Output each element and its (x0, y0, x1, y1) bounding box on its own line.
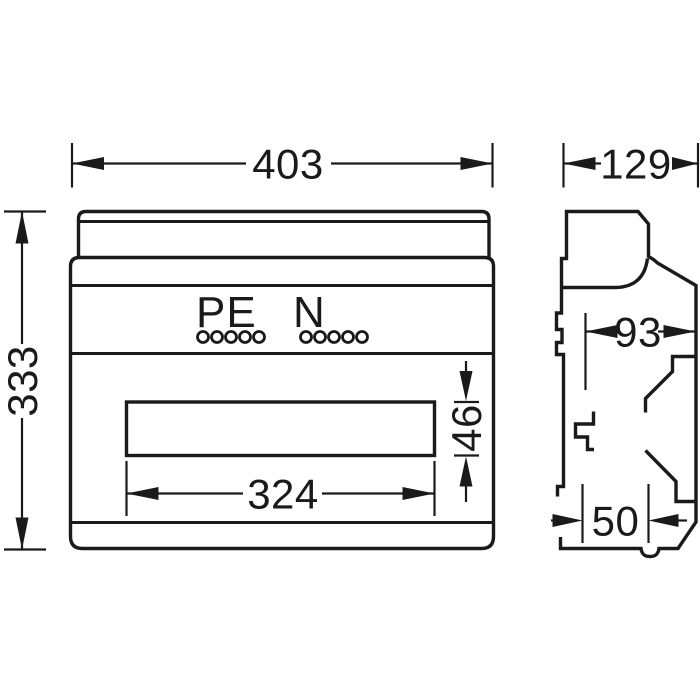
arrowhead-left-pointing (648, 514, 679, 527)
terminal-hole (210, 330, 224, 344)
dimension-slot-width-324: 324 (125, 461, 436, 518)
dimension-slot-height-46: 46 (443, 361, 490, 502)
front-lid-strip (76, 209, 491, 258)
dimension-value: 93 (614, 309, 662, 356)
dimension-value: 50 (592, 498, 640, 545)
n-terminal-holes (299, 330, 369, 344)
arrowhead-right (672, 157, 698, 170)
terminal-hole (252, 330, 266, 344)
terminal-hole (224, 330, 238, 344)
arrowhead-right-pointing (552, 514, 583, 527)
dimension-base-depth-50: 50 (551, 484, 687, 545)
pe-terminal-holes (196, 330, 266, 344)
side-lid-inner-line (561, 258, 650, 290)
terminal-hole (355, 330, 369, 344)
terminal-hole (238, 330, 252, 344)
dimension-value: 129 (600, 141, 672, 188)
arrowhead-left (126, 487, 159, 500)
side-view (554, 209, 698, 559)
arrowhead-right (663, 325, 696, 338)
dimension-value: 324 (247, 471, 319, 518)
dimension-value: 46 (443, 404, 490, 452)
side-rail-tab (573, 411, 596, 452)
front-body (68, 255, 496, 551)
dimension-value: 403 (252, 141, 324, 188)
front-view: PE N (68, 209, 496, 551)
arrowhead-down (15, 517, 29, 550)
arrowhead-down (459, 371, 473, 401)
arrowhead-right (460, 157, 493, 170)
arrowhead-left (563, 157, 596, 170)
arrowhead-left (585, 325, 618, 338)
side-profile-outline (554, 209, 698, 559)
terminal-hole (299, 330, 313, 344)
terminal-hole (341, 330, 355, 344)
arrowhead-right (402, 487, 435, 500)
terminal-hole (327, 330, 341, 344)
arrowhead-up (459, 456, 473, 487)
arrowhead-left (72, 157, 104, 170)
din-rail-slot (124, 400, 437, 458)
arrowhead-up (15, 211, 29, 244)
dimension-height-333: 333 (0, 210, 46, 551)
terminal-hole (313, 330, 327, 344)
dimension-body-depth-93: 93 (584, 309, 696, 390)
terminal-hole (196, 330, 210, 344)
dimension-width-403: 403 (70, 141, 494, 188)
side-hinge-notch-upper (643, 354, 696, 413)
dimension-value: 333 (0, 345, 46, 417)
pe-terminal-label: PE (196, 288, 257, 337)
dimension-depth-129: 129 (562, 141, 700, 188)
n-terminal-label: N (293, 288, 326, 337)
side-hinge-notch-lower (644, 449, 696, 504)
